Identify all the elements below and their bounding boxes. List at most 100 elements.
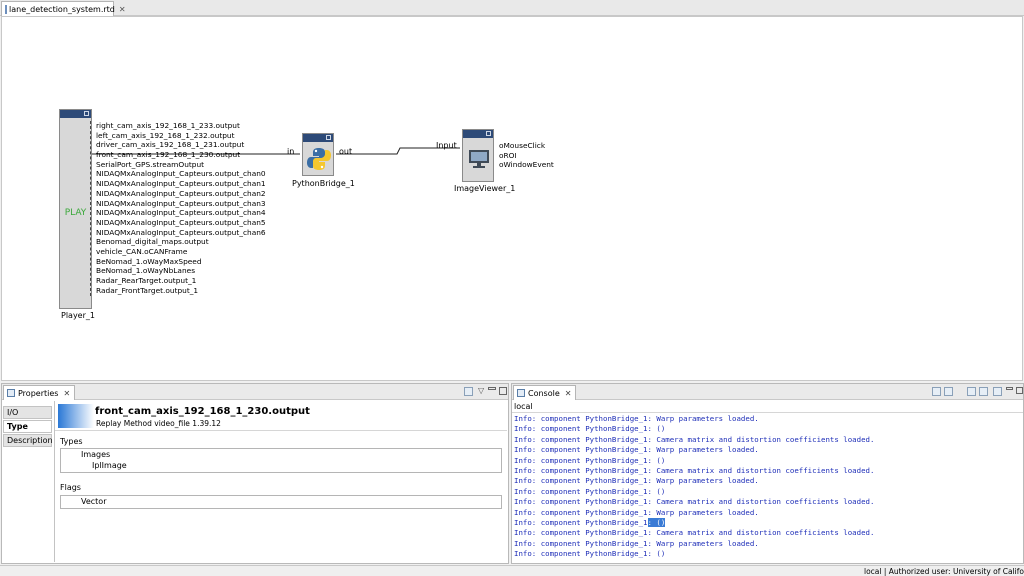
python-logo-icon [307,148,331,170]
player-output-port[interactable]: NIDAQMxAnalogInput_Capteurs.output_chan6 [96,227,266,237]
play-label: PLAY [64,208,87,218]
console-output[interactable]: local Info: component PythonBridge_1: Wa… [512,401,1023,563]
console-line: Info: component PythonBridge_1: Camera m… [514,466,875,476]
pythonbridge-output-port[interactable]: out [339,147,353,156]
player-output-port[interactable]: right_cam_axis_192_168_1_233.output [96,121,240,130]
player-output-port[interactable]: SerialPort_GPS.streamOutput [96,159,205,169]
flags-label: Flags [60,483,81,492]
header-gradient [58,404,94,428]
console-line: Info: component PythonBridge_1: Camera m… [514,497,875,507]
console-line: Info: component PythonBridge_1: Warp par… [514,476,759,486]
side-tab-type[interactable]: Type [3,420,52,433]
player-output-port[interactable]: Radar_RearTarget.output_1 [96,276,197,285]
block-header [303,134,333,142]
imageviewer-output-port[interactable]: oMouseClick [499,141,546,150]
console-pane: Console ✕ local Info: component PythonBr… [511,383,1024,564]
properties-side-tabs: I/O Type Description [3,406,53,448]
maximize-icon[interactable] [499,387,507,395]
properties-tab[interactable]: Properties ✕ [3,385,76,400]
status-bar: local | Authorized user: University of C… [0,565,1024,576]
player-output-port[interactable]: NIDAQMxAnalogInput_Capteurs.output_chan2 [96,188,266,198]
player-output-port[interactable]: NIDAQMxAnalogInput_Capteurs.output_chan5 [96,217,266,227]
block-menu-icon[interactable] [486,131,491,136]
pythonbridge-block[interactable] [302,133,334,176]
imageviewer-output-port[interactable]: oWindowEvent [499,160,554,170]
types-item: Images [81,450,111,459]
types-box: Images IplImage [60,448,502,473]
imageviewer-output-port[interactable]: oROI [499,150,517,160]
properties-header: front_cam_axis_192_168_1_230.output Repl… [55,401,507,431]
block-menu-icon[interactable] [326,135,331,140]
minimize-icon[interactable] [1006,387,1013,390]
player-output-port[interactable]: vehicle_CAN.oCANFrame [96,246,188,256]
player-output-port[interactable]: front_cam_axis_192_168_1_230.output [96,150,241,160]
open-console-icon[interactable] [993,387,1002,396]
close-icon[interactable]: ✕ [118,4,126,14]
console-line: Info: component PythonBridge_1: Warp par… [514,507,759,517]
player-output-port[interactable]: BeNomad_1.oWayMaxSpeed [96,256,202,266]
properties-icon [7,389,15,397]
console-tab-label: Console [528,388,560,398]
maximize-icon[interactable] [1016,387,1023,394]
clear-console-icon[interactable] [932,387,941,396]
console-line: Info: component PythonBridge_1: () [514,549,666,559]
pin-console-icon[interactable] [967,387,976,396]
selected-text: : () [647,518,666,528]
console-tab-bar: Console ✕ [512,384,1023,400]
status-text: local | Authorized user: University of C… [864,567,1024,576]
properties-title: front_cam_axis_192_168_1_230.output [95,406,310,417]
properties-body: front_cam_axis_192_168_1_230.output Repl… [54,401,507,562]
block-header [463,130,493,138]
connection-layer [92,147,460,155]
console-tab[interactable]: Console ✕ [513,385,577,400]
console-name: local [514,402,533,411]
close-icon[interactable]: ✕ [63,388,71,398]
imageviewer-name-label: ImageViewer_1 [454,184,516,193]
player-name-label: Player_1 [61,311,95,320]
player-output-ports [90,121,93,296]
monitor-icon [469,150,489,168]
imageviewer-input-port[interactable]: Input [436,141,457,150]
side-tab-io[interactable]: I/O [3,406,52,419]
console-line: Info: component PythonBridge_1: Warp par… [514,414,759,423]
pythonbridge-name-label: PythonBridge_1 [292,179,355,188]
display-console-icon[interactable] [979,387,988,396]
player-output-port[interactable]: NIDAQMxAnalogInput_Capteurs.output_chan1 [96,179,266,189]
types-label: Types [60,437,83,446]
minimize-icon[interactable] [488,387,496,390]
flags-box: Vector [60,495,502,509]
imageviewer-block[interactable] [462,129,494,182]
view-menu-icon[interactable]: ▽ [478,386,485,395]
connection-pythonbridge-to-imageviewer [336,147,460,155]
scroll-lock-icon[interactable] [944,387,953,396]
player-output-port[interactable]: NIDAQMxAnalogInput_Capteurs.output_chan4 [96,208,266,218]
player-output-port[interactable]: BeNomad_1.oWayNbLanes [96,266,196,276]
pythonbridge-input-port[interactable]: in [287,147,295,156]
player-block[interactable]: PLAY [59,109,92,309]
diagram-file-icon [5,4,7,14]
player-output-port[interactable]: left_cam_axis_192_168_1_232.output [96,130,235,140]
close-icon[interactable]: ✕ [564,388,572,398]
editor-tab[interactable]: lane_detection_system.rtd ✕ [1,1,126,16]
player-output-port[interactable]: NIDAQMxAnalogInput_Capteurs.output_chan0 [96,169,266,179]
editor-tab-label: lane_detection_system.rtd [9,4,115,14]
console-log[interactable]: Info: component PythonBridge_1: Warp par… [514,414,874,560]
pin-icon[interactable] [464,387,473,396]
console-separator [512,412,1023,413]
console-line: Info: component PythonBridge_1: () [514,455,666,465]
player-output-port[interactable]: driver_cam_axis_192_168_1_231.output [96,140,245,150]
side-tab-description[interactable]: Description [3,434,53,447]
console-icon [517,389,525,397]
types-item: IplImage [92,461,127,470]
player-output-port[interactable]: NIDAQMxAnalogInput_Capteurs.output_chan3 [96,198,266,208]
properties-tab-bar: Properties ✕ ▽ [2,384,508,400]
diagram-canvas[interactable]: PLAY right_cam_axis_192_168_1_233.output… [1,16,1023,381]
block-menu-icon[interactable] [84,111,89,116]
player-output-port[interactable]: Radar_FrontTarget.output_1 [96,285,199,295]
properties-pane: Properties ✕ ▽ I/O Type Description fron… [1,383,509,564]
player-output-port[interactable]: Benomad_digital_maps.output [96,237,209,247]
properties-tab-label: Properties [18,388,59,398]
